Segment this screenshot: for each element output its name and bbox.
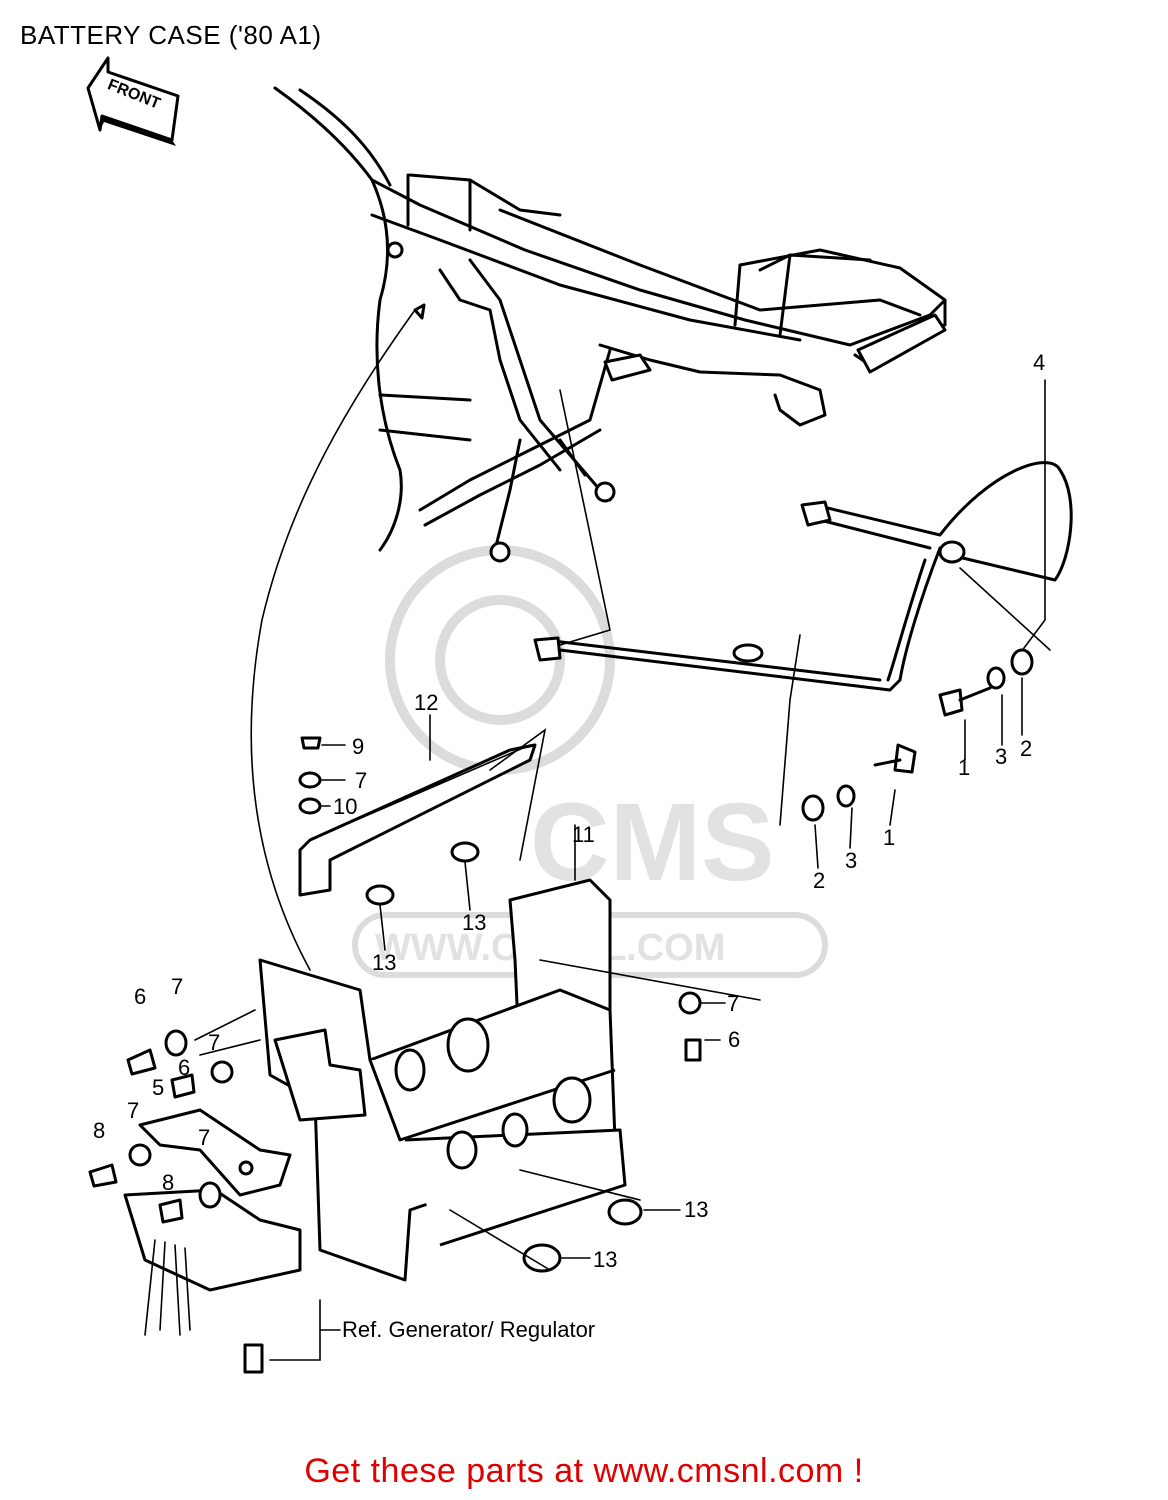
callout-7: 7 — [171, 974, 183, 999]
part-13-grommet — [450, 841, 480, 863]
callout-6: 6 — [178, 1055, 190, 1080]
callout-7: 7 — [208, 1030, 220, 1055]
part-5-mount-plate — [138, 1108, 292, 1197]
callout-2: 2 — [1020, 736, 1032, 761]
callout-7: 7 — [727, 991, 739, 1016]
callout-2: 2 — [813, 868, 825, 893]
lower-hardware — [88, 991, 726, 1374]
callout-13: 13 — [462, 910, 486, 935]
callout-8: 8 — [93, 1118, 105, 1143]
callout-11: 11 — [572, 822, 595, 847]
callout-7: 7 — [127, 1098, 139, 1123]
callout-3: 3 — [845, 848, 857, 873]
callout-13: 13 — [372, 950, 396, 975]
callout-8: 8 — [162, 1170, 174, 1195]
callout-3: 3 — [995, 744, 1007, 769]
callout-13: 13 — [684, 1197, 708, 1222]
page-title: BATTERY CASE ('80 A1) — [20, 20, 322, 50]
callout-13: 13 — [593, 1247, 617, 1272]
front-direction-arrow: FRONT — [86, 56, 180, 146]
callout-6: 6 — [134, 984, 146, 1009]
callout-12: 12 — [414, 690, 438, 715]
bolt-washer-group-right — [801, 648, 1034, 869]
battery-case — [194, 958, 627, 1282]
callout-4: 4 — [1033, 350, 1045, 375]
callout-9: 9 — [352, 734, 364, 759]
part-4-grab-bar — [533, 379, 1073, 826]
callout-1: 1 — [958, 755, 970, 780]
callout-7: 7 — [198, 1125, 210, 1150]
footer-link[interactable]: Get these parts at www.cmsnl.com ! — [304, 1452, 864, 1490]
callout-labels: 4 12 9 7 10 1 3 2 1 3 2 11 13 13 6 7 7 6… — [93, 350, 1045, 1342]
part-12-bracket — [298, 714, 547, 897]
callout-7: 7 — [355, 768, 367, 793]
callout-6: 6 — [728, 1027, 740, 1052]
callout-10: 10 — [333, 794, 357, 819]
part-9-7-10-hardware — [298, 736, 346, 815]
part-13-grommet — [365, 884, 395, 906]
reference-note: Ref. Generator/ Regulator — [342, 1317, 595, 1342]
regulator — [123, 1188, 302, 1336]
callout-1: 1 — [883, 825, 895, 850]
frame-assembly — [273, 86, 947, 563]
callout-5: 5 — [152, 1075, 164, 1100]
